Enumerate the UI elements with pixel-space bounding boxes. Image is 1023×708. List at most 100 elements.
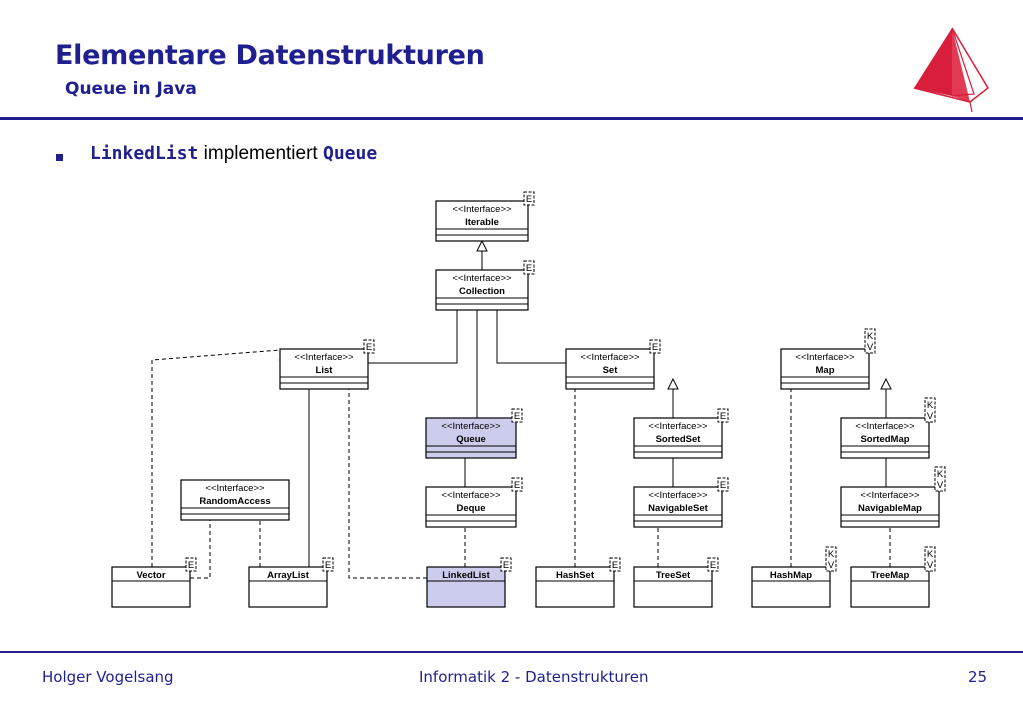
node-stereotype: <<Interface>> (441, 490, 501, 501)
footer-page-number: 25 (968, 668, 988, 686)
template-param: E (612, 560, 618, 571)
edge-hashset-set (569, 377, 581, 567)
node-stereotype: <<Interface>> (441, 421, 501, 432)
edge-queue-collection (471, 298, 483, 418)
edge-arraylist-list (303, 377, 315, 567)
header-divider (0, 117, 1023, 120)
template-param: E (720, 411, 726, 422)
template-param: E (503, 560, 509, 571)
uml-node-set: <<Interface>> Set E (565, 339, 661, 390)
node-name: Collection (459, 286, 505, 297)
footer-author: Holger Vogelsang (42, 668, 174, 686)
slide-subtitle: Queue in Java (65, 79, 197, 99)
node-name: Map (816, 365, 835, 376)
template-params-treemap: KV (924, 546, 936, 572)
bullet-code-linkedlist: LinkedList (90, 143, 199, 164)
uml-node-treemap: TreeMap KV (850, 546, 936, 608)
bullet-marker (56, 154, 63, 161)
uml-node-navigableset: <<Interface>> NavigableSet E (633, 477, 729, 528)
node-name: TreeSet (656, 570, 691, 581)
template-params-map: KV (864, 328, 876, 354)
node-stereotype: <<Interface>> (452, 273, 512, 284)
node-stereotype: <<Interface>> (648, 490, 708, 501)
template-params-arraylist: E (322, 557, 334, 572)
template-params-linkedlist: E (500, 557, 512, 572)
node-name: Deque (456, 503, 485, 514)
template-param: K (828, 549, 835, 560)
node-name: Set (603, 365, 619, 376)
node-name: NavigableSet (648, 503, 708, 514)
template-params-queue: E (511, 408, 523, 423)
template-params-collection: E (523, 260, 535, 275)
node-stereotype: <<Interface>> (855, 421, 915, 432)
node-stereotype: <<Interface>> (580, 352, 640, 363)
node-name: Iterable (465, 217, 499, 228)
footer-divider (0, 651, 1023, 653)
template-param: K (937, 469, 944, 480)
uml-node-hashset: HashSet E (535, 557, 621, 608)
node-name: SortedMap (860, 434, 909, 445)
uml-node-treeset: TreeSet E (633, 557, 719, 608)
template-param: V (937, 480, 944, 491)
node-stereotype: <<Interface>> (648, 421, 708, 432)
uml-node-list: <<Interface>> List E (279, 339, 375, 390)
template-param: E (526, 194, 532, 205)
template-params-iterable: E (523, 191, 535, 206)
template-param: E (526, 263, 532, 274)
node-stereotype: <<Interface>> (294, 352, 354, 363)
template-param: E (188, 560, 194, 571)
slide-title: Elementare Datenstrukturen (55, 40, 485, 71)
uml-node-arraylist: ArrayList E (248, 557, 334, 608)
bullet-text: LinkedList implementiert Queue (90, 143, 377, 165)
diagram-nodes: <<Interface>>IterableE<<Interface>>Colle… (111, 191, 946, 608)
uml-node-map: <<Interface>> Map KV (780, 328, 876, 390)
node-name: RandomAccess (199, 496, 270, 507)
template-param: E (514, 411, 520, 422)
template-params-hashset: E (609, 557, 621, 572)
template-params-sortedmap: KV (924, 397, 936, 423)
template-param: V (867, 342, 874, 353)
uml-node-randomaccess: <<Interface>> RandomAccess (180, 479, 290, 521)
template-params-list: E (363, 339, 375, 354)
template-param: K (867, 331, 874, 342)
node-name: HashMap (770, 570, 812, 581)
edge-sortedmap-map (880, 377, 892, 418)
template-params-sortedset: E (717, 408, 729, 423)
node-name: Queue (456, 434, 486, 445)
node-stereotype: <<Interface>> (795, 352, 855, 363)
node-stereotype: <<Interface>> (452, 204, 512, 215)
node-name: ArrayList (267, 570, 310, 581)
node-name: List (316, 365, 334, 376)
template-param: E (710, 560, 716, 571)
node-stereotype: <<Interface>> (205, 483, 265, 494)
template-param: V (927, 560, 934, 571)
node-name: NavigableMap (858, 503, 922, 514)
uml-node-sortedmap: <<Interface>> SortedMap KV (840, 397, 936, 459)
template-params-navigablemap: KV (934, 466, 946, 492)
uml-node-queue: <<Interface>> Queue E (425, 408, 523, 459)
edge-sortedset-set (667, 377, 679, 418)
template-param: E (325, 560, 331, 571)
template-params-treeset: E (707, 557, 719, 572)
edge-collection-iterable (476, 239, 488, 270)
edge-vector-list (151, 349, 291, 567)
template-params-set: E (649, 339, 661, 354)
uml-node-vector: Vector E (111, 557, 197, 608)
template-param: E (652, 342, 658, 353)
node-name: TreeMap (871, 570, 910, 581)
uml-node-hashmap: HashMap KV (751, 546, 837, 608)
template-params-hashmap: KV (825, 546, 837, 572)
template-param: V (927, 411, 934, 422)
template-param: K (927, 400, 934, 411)
template-param: E (720, 480, 726, 491)
university-logo-icon (913, 27, 989, 113)
bullet-verb: implementiert (203, 143, 318, 164)
node-name: HashSet (556, 570, 595, 581)
template-param: V (828, 560, 835, 571)
template-param: K (927, 549, 934, 560)
node-name: Vector (136, 570, 165, 581)
